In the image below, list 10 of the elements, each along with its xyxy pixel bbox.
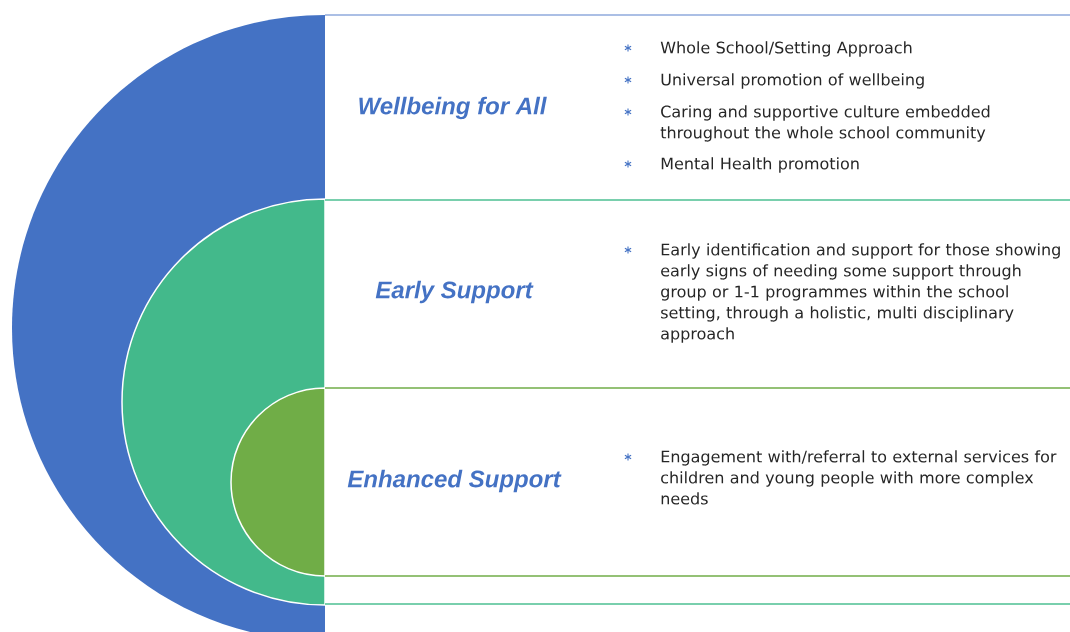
- bullet-text: Mental Health promotion: [661, 157, 859, 173]
- level-band: [230, 387, 1070, 577]
- heading: Wellbeing for All: [359, 96, 547, 120]
- heading: Early Support: [375, 280, 534, 304]
- bullet-text: Universal promotion of wellbeing: [661, 73, 924, 89]
- bullet-text: Engagement with/referral to external services for children and young people with more complex needs: [661, 450, 1057, 505]
- bullet-text: Whole School/Setting Approach: [660, 41, 912, 57]
- bullet-text: Early identification and support for those showing early signs of needing some support through group or 1-1 programmes within the school setting, through a holistic, multi disciplinary approach: [661, 243, 1060, 343]
- heading: Enhanced Support: [347, 469, 562, 493]
- bullet-text: Caring and supportive culture embedded throughout the whole school community: [660, 105, 990, 142]
